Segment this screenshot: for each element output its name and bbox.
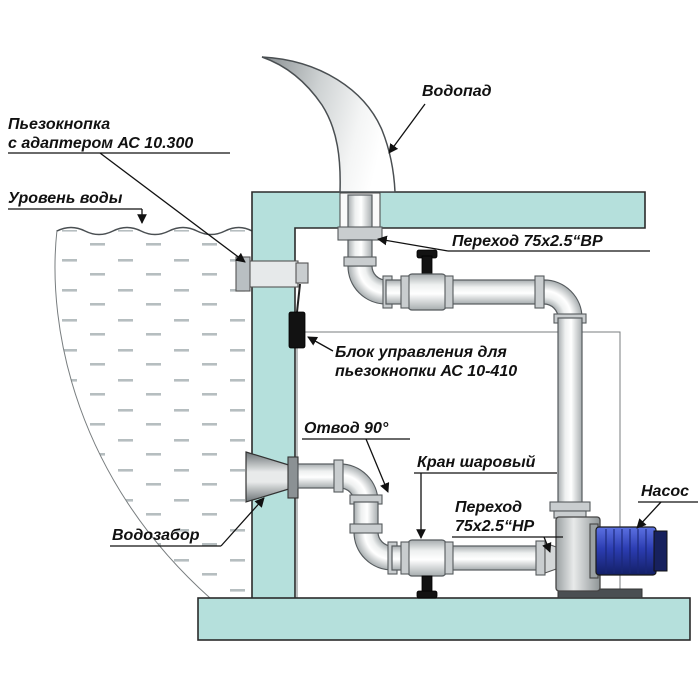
label-water-level: Уровень воды: [8, 190, 123, 207]
label-water-intake: Водозабор: [112, 527, 200, 544]
label-elbow-90: Отвод 90°: [304, 420, 389, 437]
water-dashes: [54, 230, 252, 598]
leader-elbow-90: [365, 438, 390, 493]
label-adapter-vr: Переход 75х2.5“ВР: [452, 233, 603, 250]
control-unit-block: [288, 311, 306, 349]
callouts: Водопад Пьезокнопка с адаптером АС 10.30…: [8, 83, 698, 553]
pipe-collar: [343, 256, 377, 267]
label-piezo-line1: Пьезокнопка: [8, 116, 110, 133]
pipe-segment: [557, 317, 583, 505]
valve-collar: [444, 541, 454, 575]
water-area: [54, 226, 253, 599]
piezo-button-assembly: [235, 256, 309, 349]
leader-pump: [636, 501, 662, 529]
pool-structure: [197, 191, 691, 641]
supply-pipe-run: [337, 226, 587, 505]
piezo-cable: [296, 283, 301, 313]
leader-piezo: [99, 152, 246, 263]
floor-slab: [197, 597, 691, 641]
label-adapter-nr-line2: 75х2.5“НР: [455, 518, 534, 535]
leader-water-intake: [220, 497, 265, 547]
leader-control-unit: [307, 336, 334, 352]
label-pump: Насос: [641, 483, 689, 500]
label-adapter-nr-line1: Переход: [455, 499, 522, 516]
label-piezo-line2: с адаптером АС 10.300: [8, 135, 193, 152]
valve-collar: [444, 275, 454, 309]
pipe-collar: [349, 523, 383, 534]
waterfall-spout: [261, 56, 396, 193]
ball-valve-top: [400, 249, 454, 311]
motor-end-cap: [653, 530, 668, 572]
pipe-collar: [333, 459, 344, 493]
water-surface-line: [56, 226, 253, 236]
valve-collar: [400, 275, 410, 309]
piezo-through-fitting: [247, 260, 299, 288]
adapter-nr-collar: [535, 540, 546, 576]
piezo-button-cap: [235, 256, 251, 292]
intake-flange: [287, 456, 299, 499]
ball-valve-bottom: [400, 539, 454, 599]
pump-top-flange: [549, 501, 591, 512]
pump-assembly: [549, 501, 668, 599]
valve-body: [407, 539, 447, 577]
label-waterfall: Водопад: [422, 83, 492, 100]
pipe-collar: [534, 275, 545, 309]
label-ball-valve: Кран шаровый: [417, 454, 536, 471]
piezo-back-nut: [295, 262, 309, 284]
leader-adapter-vr: [377, 235, 449, 252]
leader-waterfall: [388, 103, 426, 154]
valve-collar: [400, 541, 410, 575]
label-control-line1: Блок управления для: [335, 344, 507, 361]
label-control-line2: пьезокнопки АС 10-410: [335, 363, 517, 380]
motor-ribs: [605, 529, 647, 573]
adapter-vr-collar: [337, 226, 383, 241]
valve-body: [407, 273, 447, 311]
leader-adapter-nr: [542, 536, 552, 553]
valve-handle: [416, 590, 438, 599]
suction-pipe-run: [245, 451, 560, 599]
water-left-edge: [54, 229, 211, 599]
